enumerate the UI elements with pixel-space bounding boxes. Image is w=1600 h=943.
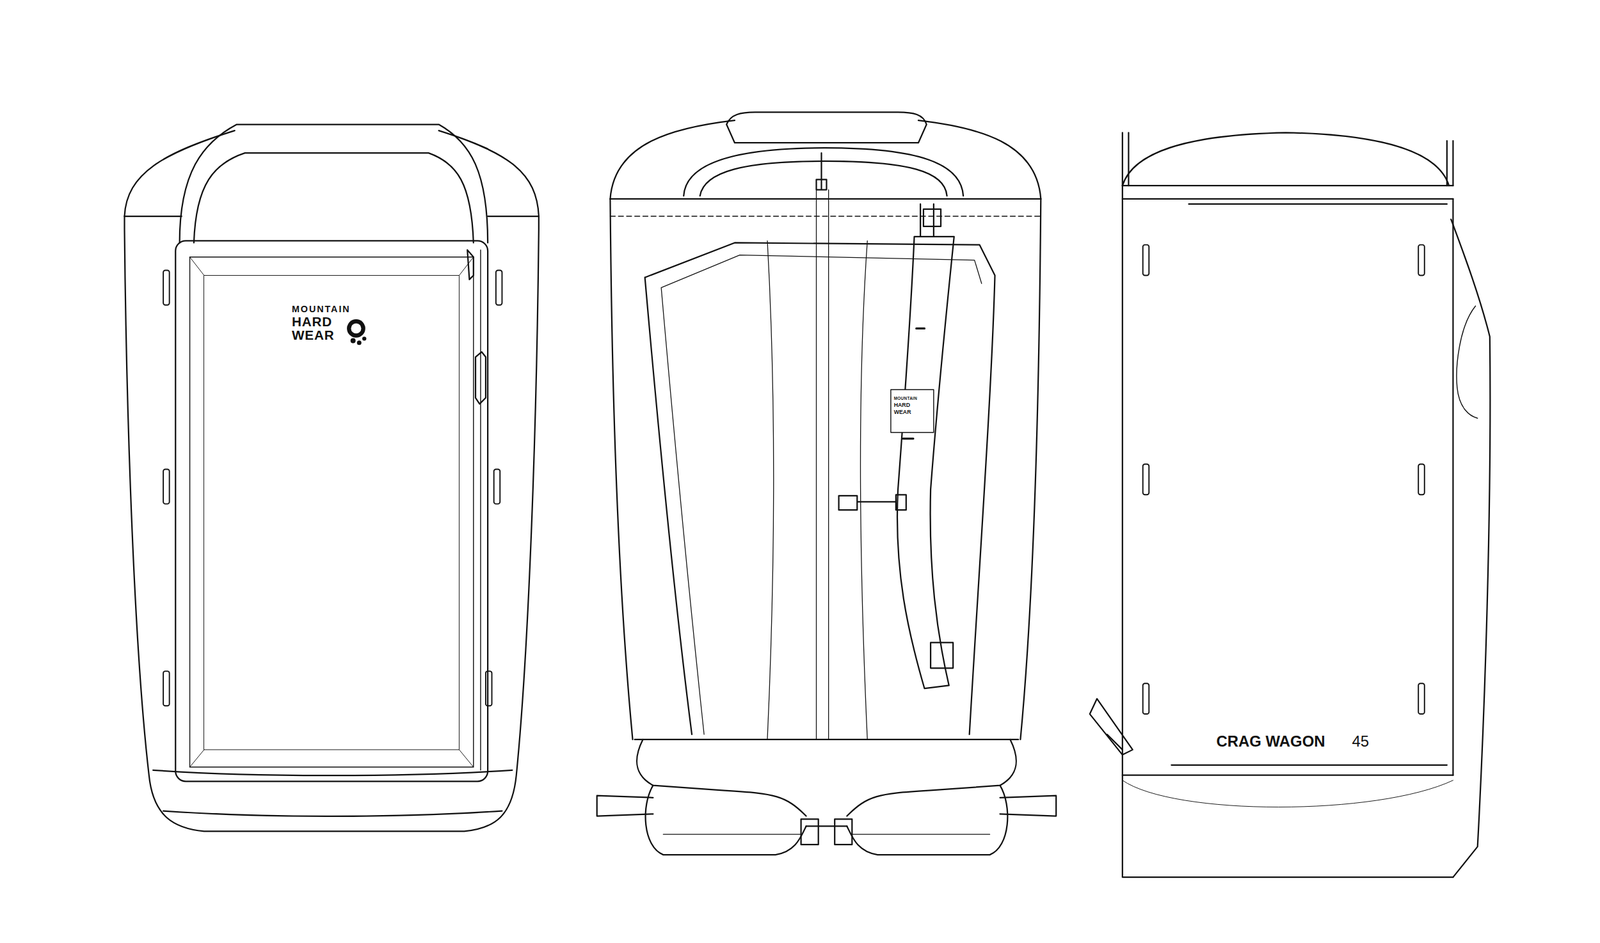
strap-logo-wordmark: WEAR xyxy=(894,410,912,416)
strap-logo-wordmark: MOUNTAIN xyxy=(894,396,918,401)
model-capacity: 45 xyxy=(1352,733,1370,749)
logo-wordmark: HARD xyxy=(291,315,333,329)
strap-logo-wordmark: HARD xyxy=(894,403,911,409)
logo-wordmark: MOUNTAIN xyxy=(291,305,351,315)
model-name: CRAG WAGON xyxy=(1216,733,1326,749)
side-view xyxy=(1089,132,1491,878)
logo-wordmark: WEAR xyxy=(291,328,335,342)
back-view xyxy=(597,112,1056,856)
front-view xyxy=(124,124,539,832)
